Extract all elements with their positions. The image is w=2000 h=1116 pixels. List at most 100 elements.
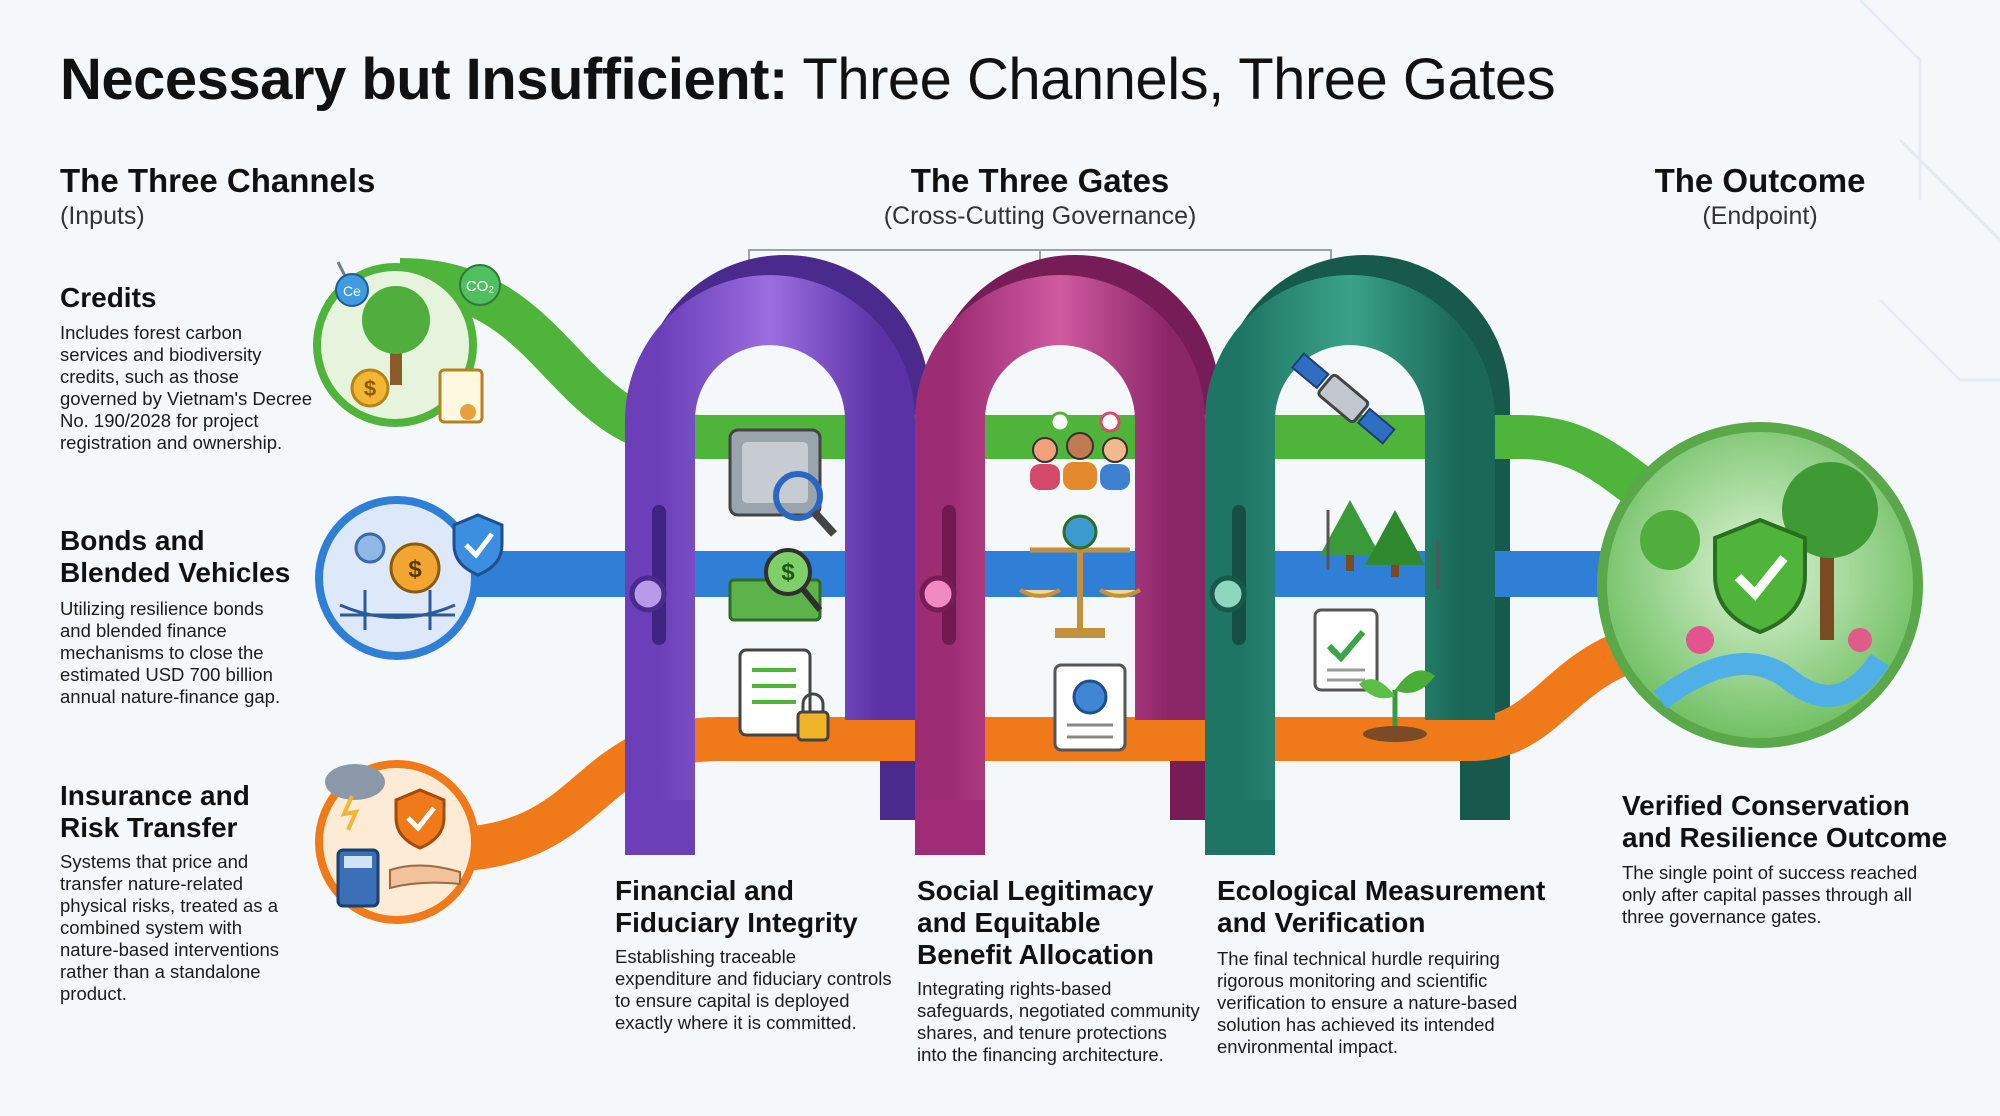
outcome-subheading: (Endpoint) [1702,202,1818,230]
channel-streams [399,258,1722,872]
forest-sensor-icon [1320,500,1440,590]
gate-ecological-title: Ecological Measurement and Verification [1217,875,1545,939]
credits-line: credits, such as those [60,366,239,387]
insurance-line: nature-based interventions [60,939,280,960]
page-title-bold: Necessary but Insufficient: [60,47,788,112]
outcome-line: The single point of success reached [1622,862,1918,883]
bonds-line: and blended finance [60,620,227,641]
credits-line: No. 190/2028 for project [60,410,259,431]
page-title-regular: Three Channels, Three Gates [802,47,1556,112]
document-globe-icon [1053,663,1127,752]
outcome-shield-check-icon [1713,517,1807,635]
insurance-line: physical risks, treated as a [60,895,278,916]
gate-ecological-line: environmental impact. [1217,1036,1398,1057]
outcome-title-line: and Resilience Outcome [1622,822,1948,853]
insurance-line: rather than a standalone [60,961,261,982]
insurance-title-line: Insurance and [60,780,250,811]
satellite-icon [1290,352,1396,445]
bonds-description: Utilizing resilience bonds and blended f… [60,598,320,708]
gates-subheading: (Cross-Cutting Governance) [883,202,1197,230]
gate-social-description: Integrating rights-based safeguards, neg… [917,978,1217,1066]
bonds-title-line: Bonds and [60,525,205,556]
safe-icon [728,428,837,537]
channels-heading: The Three Channels [60,162,376,199]
checklist-icon [1313,608,1379,692]
bonds-icon-circle: $ [315,496,504,660]
bonds-line: mechanisms to close the [60,642,264,663]
gate-financial-title-line: Fiduciary Integrity [615,907,858,938]
forest-river-icon [1640,462,1890,709]
bonds-title: Bonds and Blended Vehicles [60,525,290,589]
gate-ecological-line: rigorous monitoring and scientific [1217,970,1488,991]
gate-financial-description: Establishing traceable expenditure and f… [615,946,915,1034]
insurance-line: Systems that price and [60,851,249,872]
credits-line: governed by Vietnam's Decree [60,388,313,409]
insurance-stream [439,618,1701,872]
gate-financial-line: exactly where it is committed. [615,1012,857,1033]
coin-icon: $ [350,368,390,408]
svg-text:$: $ [781,559,795,586]
outcome-title-line: Verified Conservation [1622,790,1910,821]
credits-line: Includes forest carbon [60,322,243,343]
community-icon [1030,411,1130,490]
gate-handles [629,505,1247,645]
channels-subheading: (Inputs) [60,202,145,230]
tree-icon [362,286,430,385]
insurance-line: combined system with [60,917,242,938]
gate-ecological-description: The final technical hurdle requiring rig… [1217,948,1537,1058]
credits-line: services and biodiversity [60,344,262,365]
outcome-title: Verified Conservation and Resilience Out… [1622,790,1947,854]
gate-financial-title-line: Financial and [615,875,794,906]
gate-ecological-line: solution has achieved its intended [1217,1014,1495,1035]
ce-badge-label: Ce [343,283,361,299]
svg-text:$: $ [408,556,422,583]
insurance-title-line: Risk Transfer [60,812,238,843]
outcome-circle [1597,422,1923,748]
shield-check-icon [452,513,504,577]
gate-ecological-line: The final technical hurdle requiring [1217,948,1500,969]
certificate-icon [438,368,484,424]
bonds-line: annual nature-finance gap. [60,686,281,707]
svg-text:$: $ [364,376,376,401]
gate-ecological-title-line: and Verification [1217,907,1426,938]
insurance-description: Systems that price and transfer nature-r… [60,851,330,1005]
gate-financial-title: Financial and Fiduciary Integrity [615,875,858,939]
bridge-icon [339,590,456,630]
money-magnifier-icon: $ [728,548,823,622]
ledger-lock-icon [738,648,830,742]
insurance-title: Insurance and Risk Transfer [60,780,250,844]
scales-icon [1018,514,1142,638]
gate-social-title-line: Social Legitimacy [917,875,1154,906]
insurance-icon-circle [315,760,479,924]
bonds-title-line: Blended Vehicles [60,557,291,588]
gate-fronts [625,275,1495,855]
credits-icon-circle: $ Ce CO₂ [313,261,501,427]
shield-icon [394,788,446,850]
gate-social-title: Social Legitimacy and Equitable Benefit … [917,875,1154,971]
page-title: Necessary but Insufficient: Three Channe… [60,46,1556,113]
credits-line: registration and ownership. [60,432,283,453]
gate-financial-line: to ensure capital is deployed [615,990,850,1011]
hand-icon [389,864,461,890]
gate-social-title-line: and Equitable [917,907,1101,938]
gate-ecological-line: verification to ensure a nature-based [1217,992,1518,1013]
co2-molecule-icon: Ce CO₂ [335,261,501,307]
insurance-line: transfer nature-related [60,873,244,894]
gate-social-line: safeguards, negotiated community [917,1000,1200,1021]
decorative-lines [1858,0,2000,382]
gate-financial-line: Establishing traceable [615,946,796,967]
gate-social-line: shares, and tenure protections [917,1022,1167,1043]
outcome-description: The single point of success reached only… [1622,862,1942,928]
gate-ecological-title-line: Ecological Measurement [1217,875,1546,906]
co2-badge-label: CO₂ [466,278,495,295]
outcome-line: three governance gates. [1622,906,1822,927]
bonds-line: Utilizing resilience bonds [60,598,264,619]
credits-title: Credits [60,282,157,313]
gate-financial-line: expenditure and fiduciary controls [615,968,892,989]
gates-heading: The Three Gates [910,162,1170,199]
gate-social-title-line: Benefit Allocation [917,939,1154,970]
calculator-icon [336,848,380,908]
gate-social-line: Integrating rights-based [917,978,1112,999]
storm-cloud-icon [325,764,385,831]
